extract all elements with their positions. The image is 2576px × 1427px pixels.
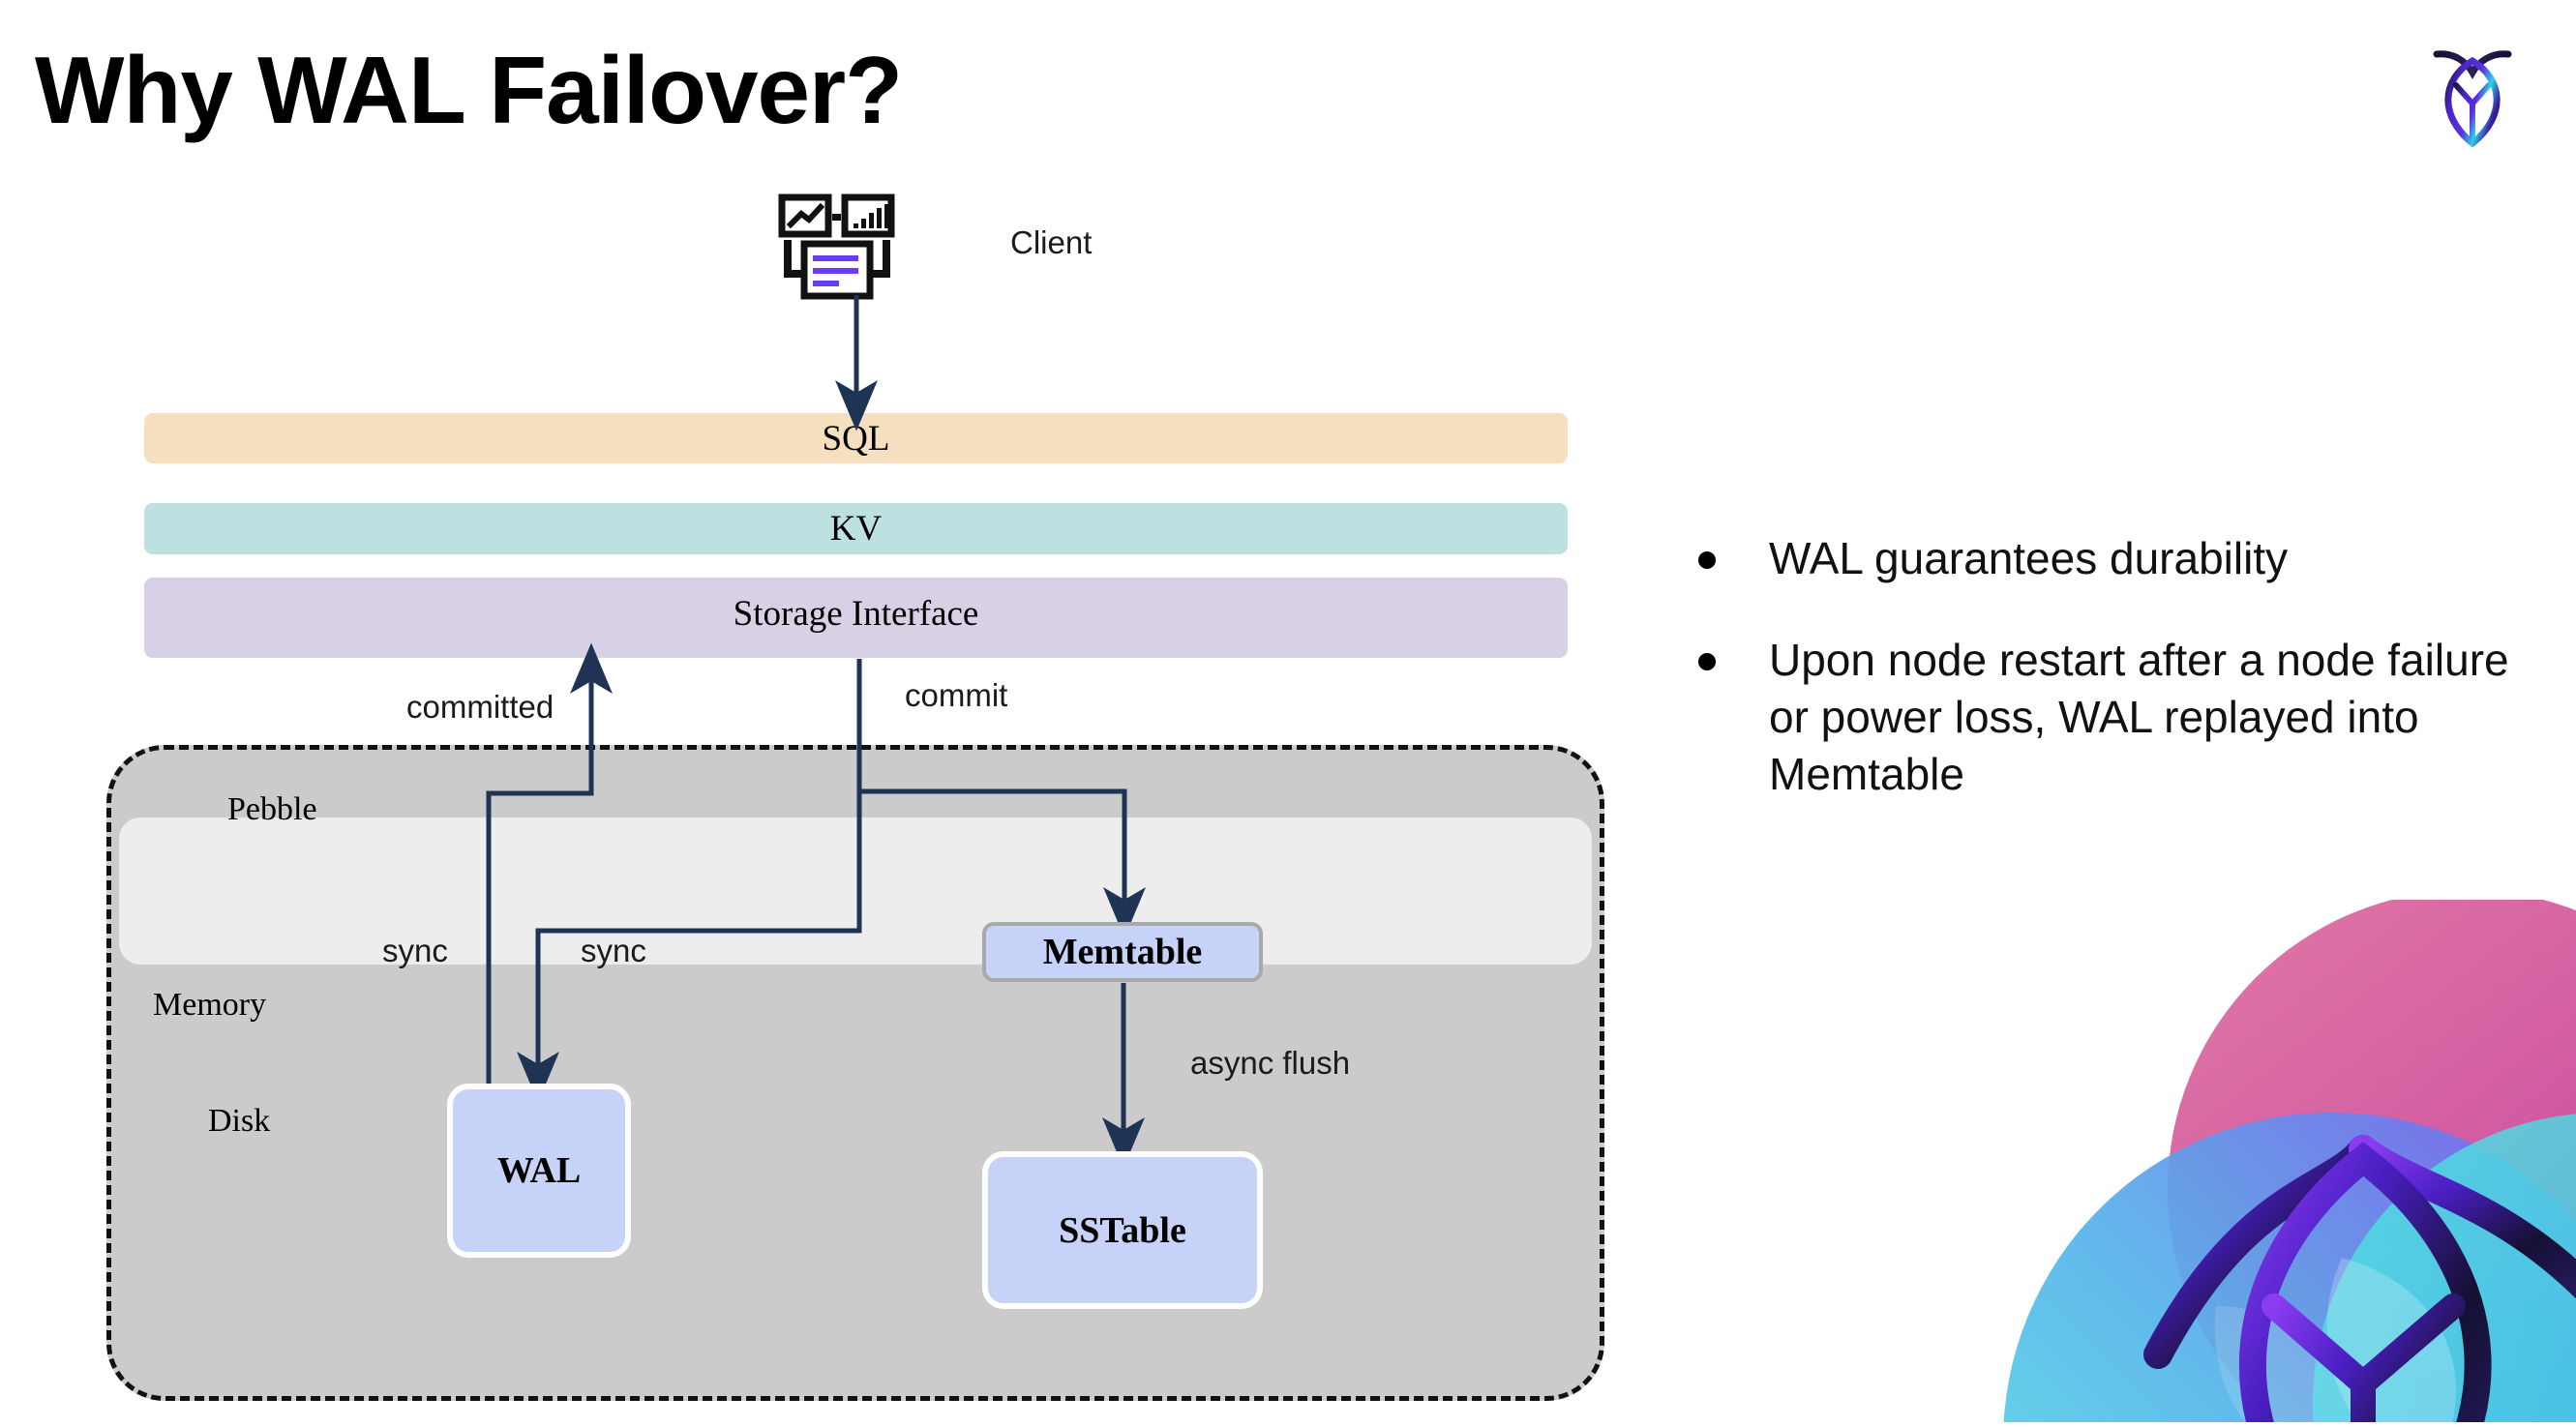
node-sstable: SSTable (982, 1151, 1263, 1309)
list-item: WAL guarantees durability (1698, 530, 2521, 587)
layer-bar-storage: Storage Interface (144, 578, 1568, 658)
disk-label: Disk (208, 1103, 271, 1139)
cockroachdb-logo-icon (2410, 29, 2535, 150)
layer-label-storage: Storage Interface (733, 594, 979, 634)
bullet-dot-icon (1698, 652, 1716, 670)
layer-bar-kv: KV (144, 503, 1568, 554)
memory-region (119, 818, 1592, 965)
page-title: Why WAL Failover? (35, 37, 903, 143)
bullet-text: Upon node restart after a node failure o… (1769, 634, 2509, 799)
bullet-text: WAL guarantees durability (1769, 533, 2289, 583)
bullet-dot-icon (1698, 551, 1716, 569)
node-wal: WAL (447, 1084, 631, 1258)
client-label: Client (1010, 224, 1093, 260)
edge-label-committed: committed (406, 689, 554, 725)
node-label-wal: WAL (496, 1150, 582, 1191)
layer-label-sql: SQL (822, 418, 890, 459)
pebble-label: Pebble (227, 791, 317, 827)
node-memtable: Memtable (982, 922, 1263, 982)
edge-label-commit: commit (905, 677, 1008, 713)
node-label-memtable: Memtable (1042, 932, 1203, 972)
bullet-list: WAL guarantees durability Upon node rest… (1698, 530, 2521, 847)
edge-label-sync-2: sync (581, 933, 646, 968)
layer-bar-sql: SQL (144, 413, 1568, 463)
edge-label-async-flush: async flush (1190, 1045, 1351, 1081)
list-item: Upon node restart after a node failure o… (1698, 632, 2521, 803)
client-dashboard-icon (774, 193, 929, 319)
memory-label: Memory (153, 987, 267, 1023)
layer-label-kv: KV (829, 509, 883, 549)
decorative-logo-graphic (1926, 900, 2576, 1422)
node-label-sstable: SSTable (1059, 1209, 1186, 1251)
edge-label-sync-1: sync (382, 933, 448, 968)
